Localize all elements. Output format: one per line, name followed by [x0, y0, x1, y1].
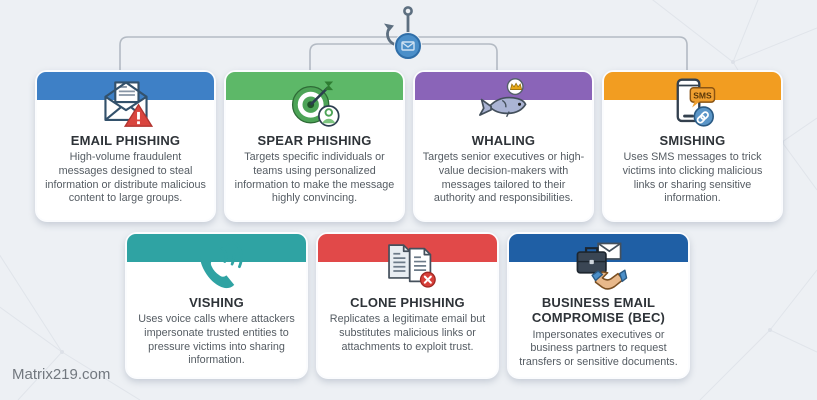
card-description: Targets senior executives or high-value …: [422, 151, 585, 205]
briefcase-envelope-handshake-icon: [576, 242, 627, 290]
card-body: SMS SMISHING Uses SMS messages to trick …: [604, 78, 781, 214]
card-body: VISHING Uses voice calls where attackers…: [127, 240, 306, 376]
card-header-bar: [127, 234, 306, 262]
target-dart-person-icon: [291, 81, 340, 127]
card-header-bar: [415, 72, 592, 100]
card-title: VISHING: [189, 295, 244, 310]
card-whaling: WHALING Targets senior executives or hig…: [413, 70, 594, 222]
card-description: Impersonates executives or business part…: [519, 328, 678, 368]
card-title: CLONE PHISHING: [350, 295, 465, 310]
card-title: SPEAR PHISHING: [257, 133, 372, 148]
card-title: EMAIL PHISHING: [70, 133, 181, 148]
card-body: EMAIL PHISHING High-volume fraudulent me…: [37, 78, 214, 214]
card-smishing: SMS SMISHING Uses SMS messages to trick …: [602, 70, 783, 222]
card-spear-phishing: SPEAR PHISHING Targets specific individu…: [224, 70, 405, 222]
card-description: Targets specific individuals or teams us…: [234, 151, 395, 205]
card-title: BUSINESS EMAIL COMPROMISE (BEC): [531, 295, 666, 326]
card-email-phishing: EMAIL PHISHING High-volume fraudulent me…: [35, 70, 216, 222]
phone-handset-waves-icon: [199, 240, 243, 289]
card-title: WHALING: [471, 133, 536, 148]
duplicate-documents-x-icon: [387, 244, 436, 288]
card-description: Uses SMS messages to trick victims into …: [622, 151, 763, 205]
envelope-warning-icon: [103, 81, 153, 127]
card-description: High-volume fraudulent messages designed…: [45, 151, 206, 205]
fish-crown-icon: [478, 78, 527, 118]
svg-text:SMS: SMS: [693, 91, 712, 101]
card-description: Replicates a legitimate email but substi…: [329, 313, 486, 353]
card-description: Uses voice calls where attackers imperso…: [138, 313, 295, 367]
fishing-hook-bait-icon: [384, 6, 422, 60]
watermark: Matrix219.com: [12, 366, 111, 383]
card-business-email-compromise: BUSINESS EMAIL COMPROMISE (BEC) Imperson…: [507, 232, 690, 380]
card-body: WHALING Targets senior executives or hig…: [415, 78, 592, 214]
phone-sms-link-icon: SMS: [676, 78, 715, 127]
card-body: SPEAR PHISHING Targets specific individu…: [226, 78, 403, 214]
card-title: SMISHING: [659, 133, 726, 148]
card-clone-phishing: CLONE PHISHING Replicates a legitimate e…: [316, 232, 499, 380]
card-vishing: VISHING Uses voice calls where attackers…: [125, 232, 308, 380]
card-body: BUSINESS EMAIL COMPROMISE (BEC) Imperson…: [509, 240, 688, 377]
bottom-card-row: VISHING Uses voice calls where attackers…: [125, 232, 690, 380]
card-body: CLONE PHISHING Replicates a legitimate e…: [318, 240, 497, 362]
top-card-row: EMAIL PHISHING High-volume fraudulent me…: [35, 70, 783, 222]
